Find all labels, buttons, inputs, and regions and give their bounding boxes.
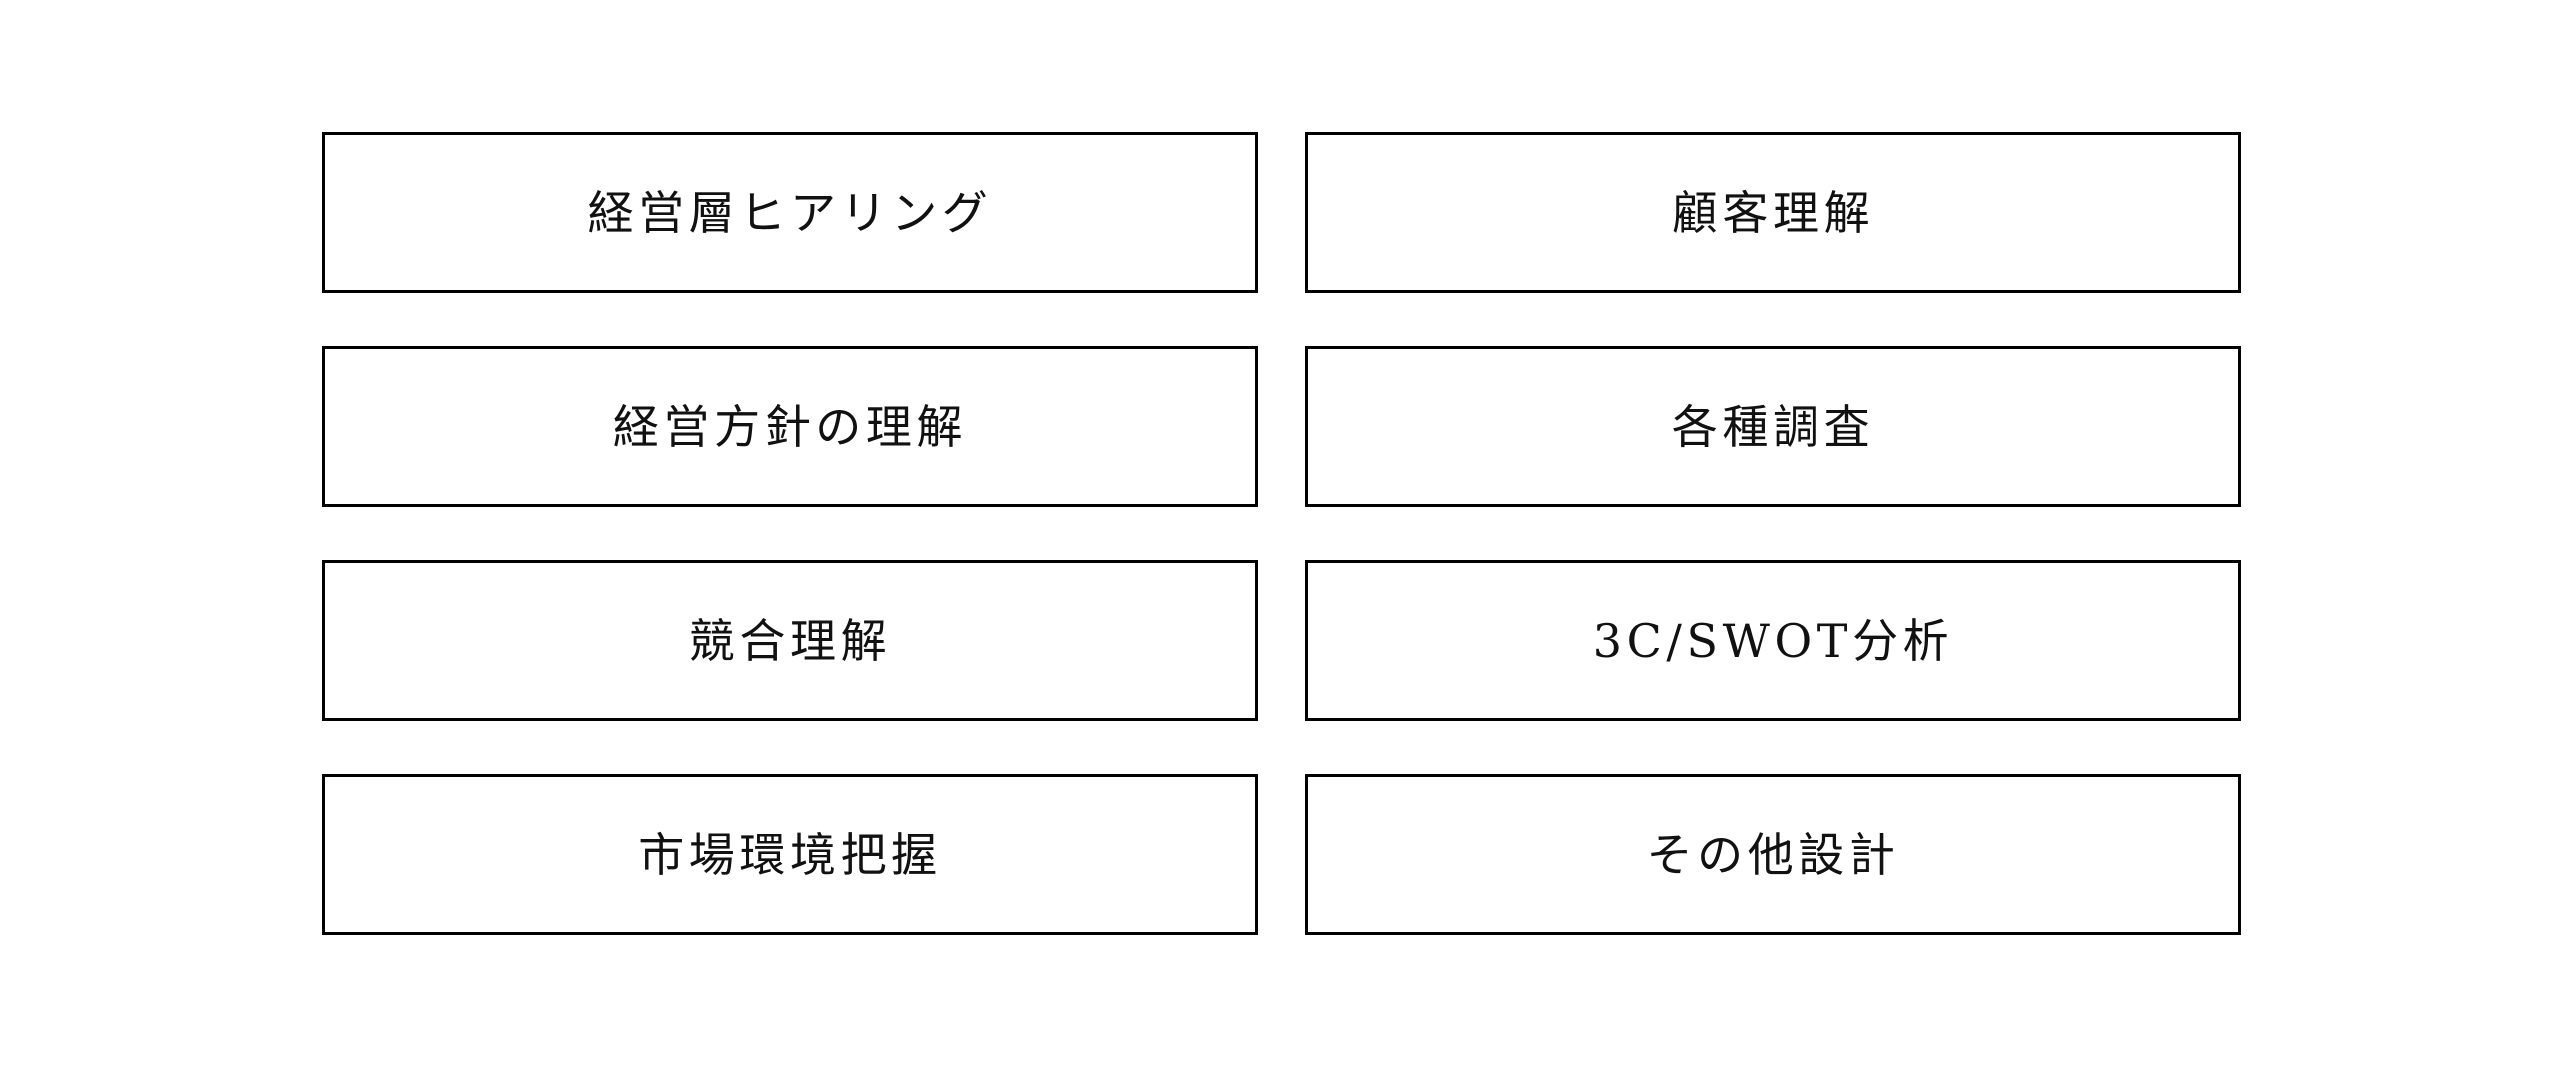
box-various-research-label: 各種調査 (1671, 399, 1875, 454)
box-management-policy-understanding-label: 経営方針の理解 (612, 399, 968, 454)
box-market-environment-grasp-label: 市場環境把握 (638, 827, 942, 882)
box-other-design: その他設計 (1305, 774, 2241, 935)
box-various-research: 各種調査 (1305, 346, 2241, 507)
box-other-design-label: その他設計 (1646, 827, 1900, 882)
box-customer-understanding: 顧客理解 (1305, 132, 2241, 293)
box-3c-swot-analysis-label: 3C/SWOT分析 (1592, 613, 1954, 668)
box-grid: 経営層ヒアリング 顧客理解 経営方針の理解 各種調査 競合理解 3C/SWOT分… (322, 132, 2241, 935)
box-competitor-understanding: 競合理解 (322, 560, 1258, 721)
box-competitor-understanding-label: 競合理解 (688, 613, 892, 668)
box-customer-understanding-label: 顧客理解 (1671, 185, 1875, 240)
box-market-environment-grasp: 市場環境把握 (322, 774, 1258, 935)
box-management-policy-understanding: 経営方針の理解 (322, 346, 1258, 507)
box-management-hearing-label: 経営層ヒアリング (587, 185, 993, 240)
box-3c-swot-analysis: 3C/SWOT分析 (1305, 560, 2241, 721)
box-management-hearing: 経営層ヒアリング (322, 132, 1258, 293)
